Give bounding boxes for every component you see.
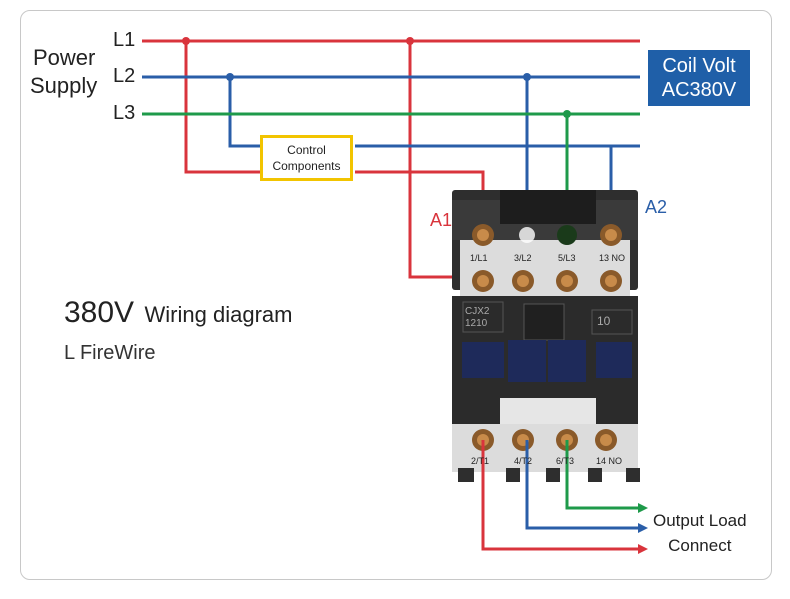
top-terminals	[472, 224, 622, 292]
bottom-terminals	[472, 429, 617, 451]
terminal-13-no	[600, 270, 622, 292]
diagram-subtitle: L FireWire	[64, 342, 156, 364]
line-label-l3: L3	[113, 102, 136, 124]
terminal-14-no	[595, 429, 617, 451]
terminal-label-5-l3: 5/L3	[558, 253, 576, 263]
terminal-label-13-no: 13 NO	[599, 253, 626, 263]
a2-label: A2	[645, 197, 668, 217]
terminal-label-3-l2: 3/L2	[514, 253, 532, 263]
terminal-4-t2	[512, 429, 534, 451]
output-wires	[481, 440, 640, 551]
coil-volt-badge: Coil Volt AC380V	[648, 50, 750, 106]
diagram-title: 380V Wiring diagram	[64, 296, 292, 330]
terminal-5-l3	[556, 270, 578, 292]
a1-label: A1	[430, 210, 453, 230]
terminal-label-2-t1: 2/T1	[471, 456, 490, 466]
contactor-model-label: CJX2 1210	[465, 306, 490, 329]
terminal-label-14-no: 14 NO	[596, 456, 623, 466]
terminal-label-1-l1: 1/L1	[470, 253, 488, 263]
diagram-frame	[20, 10, 772, 580]
terminal-label-6-t3: 6/T3	[556, 456, 575, 466]
line-label-l2: L2	[113, 65, 136, 87]
terminal-a1	[472, 224, 494, 246]
junction-dots	[182, 37, 571, 118]
contactor-rating-label: 10	[597, 314, 611, 328]
terminal-label-4-t2: 4/T2	[514, 456, 533, 466]
wire-l1	[142, 39, 640, 279]
terminal-3-l2	[512, 270, 534, 292]
terminal-1-l1	[472, 270, 494, 292]
output-arrowheads	[638, 503, 648, 554]
control-components-box: Control Components	[260, 135, 353, 181]
output-load-label: Output Load Connect	[653, 511, 747, 555]
title-voltage: 380V	[64, 296, 135, 329]
title-text: Wiring diagram	[144, 302, 293, 327]
terminal-a2	[600, 224, 622, 246]
wire-l2	[142, 75, 640, 225]
line-label-l1: L1	[113, 29, 136, 51]
power-supply-label: Power Supply	[30, 45, 98, 98]
